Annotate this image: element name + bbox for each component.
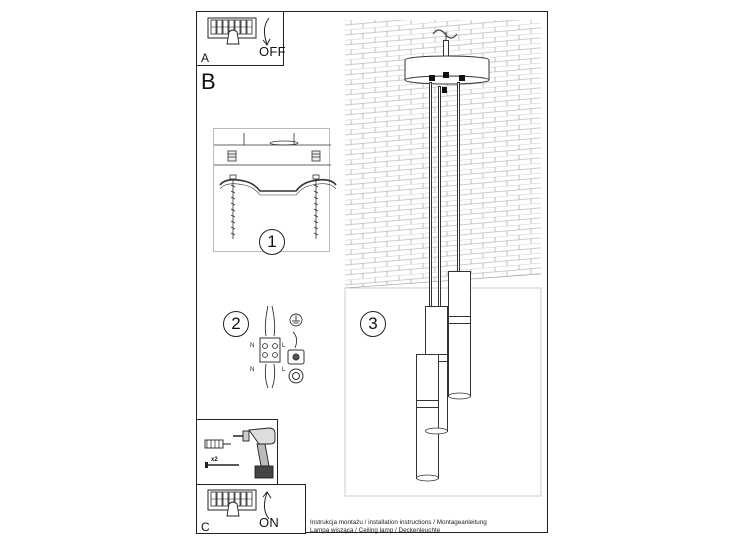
screw-right [312, 174, 320, 239]
pendant-tube-right-band [448, 316, 471, 324]
step-2-number: 2 [223, 311, 249, 337]
ceiling-canopy [404, 55, 490, 85]
ground-clamp-icon [287, 349, 305, 384]
step-3-lamp-area [344, 20, 542, 497]
screw-left [229, 174, 237, 239]
cable-clamp-icon [442, 87, 447, 93]
wall-plug-icon [204, 439, 231, 449]
wall-plug-left [227, 150, 237, 162]
panel-c-label: C [201, 520, 210, 534]
footer-instructions-title: Instrukcja montażu / installation instru… [310, 519, 487, 526]
step-1-number: 1 [259, 229, 285, 255]
fuse-box-icon [207, 17, 257, 45]
curved-arrow-down-icon [262, 17, 271, 46]
panel-a-label: A [201, 51, 210, 65]
curved-arrow-up-icon [262, 491, 272, 520]
neutral-label-top: N [250, 343, 255, 349]
footer-product-name: Lampa wisząca / Ceiling lamp / Deckenleu… [310, 527, 441, 534]
wiring-diagram: N L N L [250, 304, 320, 390]
panel-b-label: B [201, 69, 216, 94]
step-1-mounting-panel: 1 [213, 128, 337, 255]
fuse-box-icon [207, 489, 257, 517]
wall-plug-right [311, 150, 321, 162]
step-3-number: 3 [360, 311, 386, 337]
screw-icon [205, 462, 239, 468]
tools-panel: x2 [196, 419, 278, 485]
power-off-text: OFF [259, 44, 286, 59]
power-on-text: ON [259, 515, 280, 530]
tube-openings [416, 392, 471, 482]
neutral-label-bottom: N [250, 367, 255, 373]
main-sheet-frame [196, 11, 548, 533]
ground-symbol-icon [289, 313, 303, 349]
mounting-bracket-diagram [214, 133, 337, 239]
quantity-label: x2 [211, 457, 218, 463]
live-label-top: L [282, 343, 286, 349]
pendant-tube-front-band [416, 400, 439, 408]
power-drill-icon [233, 427, 276, 479]
terminal-block-icon [259, 305, 305, 389]
panel-c-power-on: C ON [196, 484, 306, 534]
panel-a-power-off: A OFF [196, 11, 286, 66]
live-label-bottom: L [282, 367, 286, 373]
